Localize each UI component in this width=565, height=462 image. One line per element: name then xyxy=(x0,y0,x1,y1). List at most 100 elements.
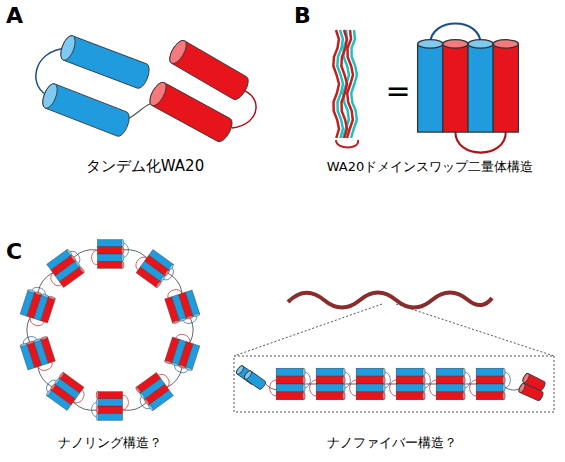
dimer-unit xyxy=(470,368,511,400)
cylinder-body xyxy=(443,44,468,132)
cylinder-body xyxy=(40,82,132,138)
cylinder-cap xyxy=(28,289,36,294)
cylinder-body xyxy=(316,368,344,376)
dimer-unit xyxy=(42,369,89,414)
cylinder-body xyxy=(396,376,424,384)
tandem-wa20-figure xyxy=(36,34,256,144)
cylinder-cap xyxy=(468,40,493,48)
ribbon xyxy=(337,30,343,138)
panel-letter: C xyxy=(6,240,22,264)
cylinder-cap xyxy=(58,34,78,62)
cylinder-cap xyxy=(423,392,426,400)
cylinder-body xyxy=(476,392,504,400)
cylinder-cap xyxy=(20,343,28,348)
loop xyxy=(390,380,396,396)
cylinder-cap xyxy=(139,392,145,399)
cylinder-cap xyxy=(503,392,506,400)
cylinder-cap xyxy=(343,392,346,400)
cylinder-cap xyxy=(41,293,49,298)
dimer-unit xyxy=(390,368,431,400)
cylinder-cap xyxy=(96,399,98,406)
cylinder-cap xyxy=(160,275,166,282)
cylinder-cap xyxy=(418,40,443,48)
cylinder-body xyxy=(493,44,518,132)
cylinder-cap xyxy=(423,384,426,392)
helix-cylinder xyxy=(147,80,236,144)
dimer-unit xyxy=(42,246,89,291)
nanofiber-figure xyxy=(234,293,554,413)
cylinder-cap xyxy=(168,264,174,271)
dimer-unit xyxy=(131,369,178,414)
cylinder-cap xyxy=(96,392,98,399)
cylinder-cap xyxy=(303,368,306,376)
cylinder-body xyxy=(59,267,84,288)
loop xyxy=(92,250,98,264)
cylinder-cap xyxy=(383,368,386,376)
cylinder-body xyxy=(316,376,344,384)
cylinder-cap xyxy=(171,362,179,367)
dimer-unit xyxy=(18,331,57,375)
loop xyxy=(270,380,276,396)
cylinder-cap xyxy=(48,296,56,301)
dimer-unit xyxy=(92,240,129,269)
cylinder-body xyxy=(476,368,504,376)
cylinder-cap xyxy=(463,376,466,384)
cylinder-cap xyxy=(50,383,56,390)
loop xyxy=(123,395,129,409)
cylinder-body xyxy=(356,384,384,392)
cylinder-cap xyxy=(34,291,42,296)
dimer-unit xyxy=(430,368,471,400)
cylinder-cap xyxy=(147,80,170,108)
cylinder-cap xyxy=(193,313,201,318)
caption-label: タンデム化WA20 xyxy=(86,158,204,175)
ribbon xyxy=(333,30,339,138)
cylinder-body xyxy=(97,261,122,268)
cylinder-body xyxy=(316,392,344,400)
cylinder-cap xyxy=(27,340,35,345)
fiber-line xyxy=(288,293,492,308)
cylinder-body xyxy=(97,240,122,247)
dimer-unit xyxy=(310,368,351,400)
panel-letter: B xyxy=(294,4,311,28)
cylinder-body xyxy=(476,376,504,384)
cylinder-cap xyxy=(503,384,506,392)
dimer-unit xyxy=(92,392,129,421)
cylinder-body xyxy=(136,267,161,288)
helix-cylinder xyxy=(243,370,266,391)
cylinder-cap xyxy=(303,376,306,384)
cylinder-body xyxy=(165,297,180,323)
cylinder-cap xyxy=(166,38,189,66)
cylinder-body xyxy=(147,80,236,144)
cylinder-cap xyxy=(155,281,161,288)
cylinder-cap xyxy=(121,240,123,247)
cylinder-body xyxy=(356,368,384,376)
cylinder-cap xyxy=(303,384,306,392)
cylinder-cap xyxy=(503,368,506,376)
cylinder-body xyxy=(396,368,424,376)
cylinder-body xyxy=(276,392,304,400)
cylinder-body xyxy=(396,392,424,400)
cylinder-body xyxy=(276,376,304,384)
dimer-unit xyxy=(163,331,202,375)
cylinder-cap xyxy=(503,376,506,384)
cylinder-cap xyxy=(383,392,386,400)
cylinder-body xyxy=(243,370,266,391)
loop xyxy=(350,380,356,396)
helix-cylinder xyxy=(518,383,544,402)
dimer-unit xyxy=(270,368,311,400)
zoom-line xyxy=(396,304,554,356)
nanoring-figure xyxy=(18,240,201,421)
cylinder-cap xyxy=(148,404,154,411)
linker xyxy=(27,250,193,411)
cylinder-cap xyxy=(46,389,52,396)
caption-label: ナノファイバー構造？ xyxy=(327,436,457,450)
cylinder-cap xyxy=(493,40,518,48)
ribbon xyxy=(351,30,357,138)
cylinder-cap xyxy=(518,383,526,394)
panel-letter: A xyxy=(6,4,23,28)
cylinder-cap xyxy=(172,320,180,325)
cylinder-body xyxy=(356,392,384,400)
cylinder-cap xyxy=(96,413,98,420)
cylinder-cap xyxy=(383,384,386,392)
